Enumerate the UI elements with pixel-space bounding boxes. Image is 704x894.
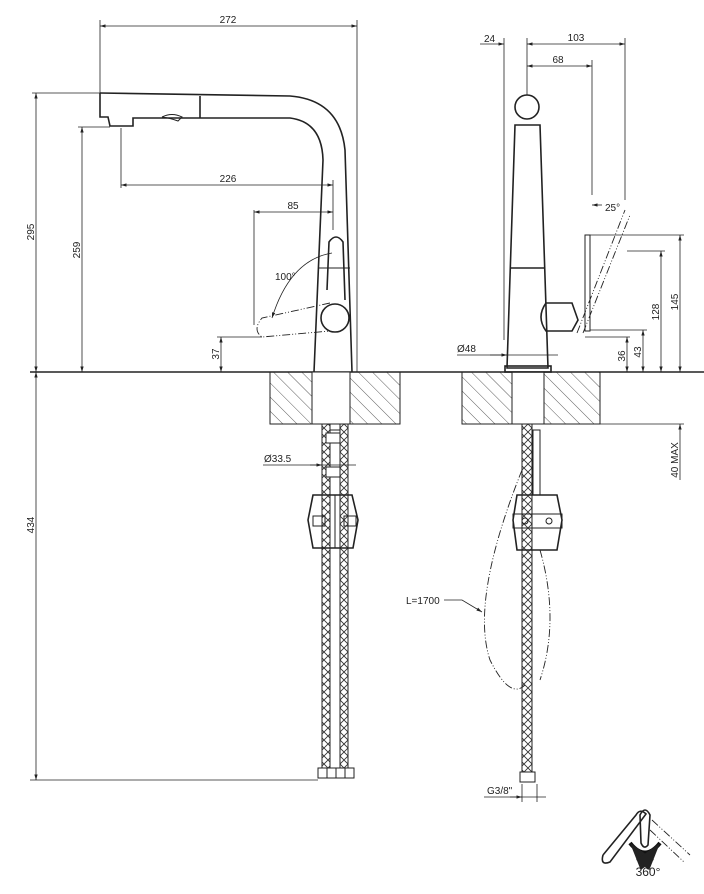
- dim-spout-height: 259: [72, 241, 83, 258]
- dim-lever-height-top: 145: [670, 293, 681, 310]
- lever-front: [540, 302, 579, 332]
- dim-overall-length: 272: [220, 15, 237, 26]
- faucet-body: [506, 124, 549, 369]
- side-view: 272 226 85 295 259 37 100° 434 Ø33.5: [26, 15, 704, 781]
- dim-lever-min-height: 37: [211, 348, 222, 360]
- rotation-label: 360°: [636, 865, 661, 879]
- hose-front: [521, 423, 533, 775]
- dim-counter-thickness: 40 MAX: [670, 442, 681, 478]
- thread-label: G3/8": [487, 786, 513, 797]
- dim-shank-diameter: Ø33.5: [264, 454, 292, 465]
- rotation-360-icon: 360°: [601, 809, 691, 879]
- dim-offset-left: 24: [484, 34, 496, 45]
- dim-body-diameter: Ø48: [457, 344, 476, 355]
- dim-lever-angle: 100°: [275, 272, 296, 283]
- mounting-block: [307, 494, 359, 549]
- dim-underside-length: 434: [26, 516, 37, 533]
- dim-lever-base: 43: [633, 346, 644, 358]
- dim-lever-low: 36: [617, 350, 628, 362]
- dim-offset-lever: 68: [552, 55, 564, 66]
- dim-offset-total: 103: [568, 33, 585, 44]
- front-view: 24 103 68 25° 145 128 43 36 40 MAX Ø48 L…: [406, 33, 684, 802]
- hose-right: [339, 423, 349, 770]
- mounting-block-front: [512, 494, 563, 551]
- hose-length-label: L=1700: [406, 596, 440, 607]
- lever: [326, 236, 346, 301]
- dim-lever-reach: 85: [287, 201, 299, 212]
- dim-lever-height-mid: 128: [651, 303, 662, 320]
- dim-lever-tilt: 25°: [605, 203, 620, 214]
- spout-outline: [99, 92, 353, 373]
- dim-overall-height: 295: [26, 223, 37, 240]
- dim-spout-reach: 226: [220, 174, 237, 185]
